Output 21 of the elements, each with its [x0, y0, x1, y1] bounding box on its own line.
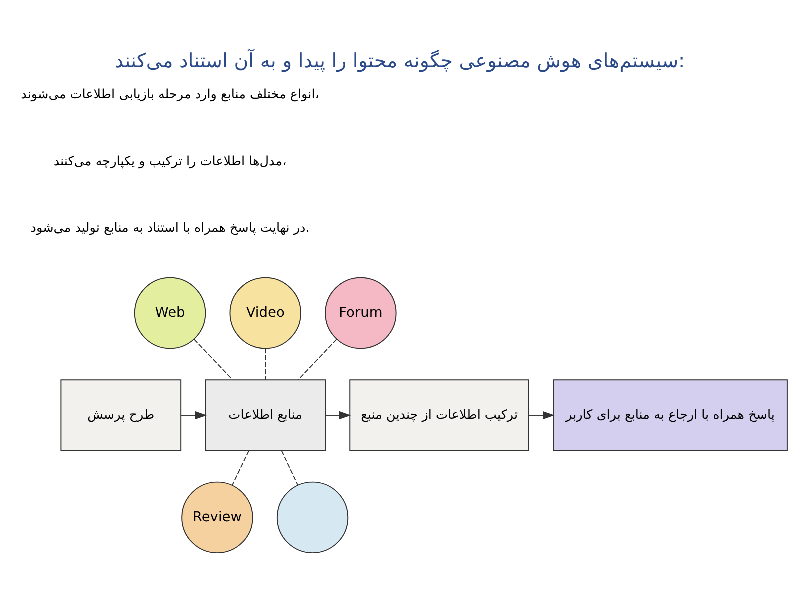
node-circle: Web [134, 276, 206, 349]
label: انواع مختلف منابع وارد مرحله بازیابی اطلاعات می‌شوند، [21, 86, 320, 102]
node-box: ترکیب اطلاعات از چندین منبع [350, 379, 530, 451]
diagram-title: سیستم‌های هوش مصنوعی چگونه محتوا را پیدا و به آن استناد می‌کنند: [114, 49, 686, 72]
node-box: طرح پرسش [60, 379, 182, 451]
node-circle: Video [230, 276, 302, 349]
connector [232, 450, 250, 486]
node-circle [276, 481, 349, 554]
node-box: منابع اطلاعات [205, 379, 326, 451]
label: مدل‌ها اطلاعات را ترکیب و یکپارچه می‌کنند، [54, 154, 287, 169]
connector [265, 348, 266, 380]
node-box: پاسخ همراه با ارجاع به منابع برای کاربر [553, 379, 788, 451]
node-circle: Review [182, 481, 254, 554]
connector [298, 338, 338, 380]
arrow [180, 410, 208, 420]
label: در نهایت پاسخ همراه با استناد به منابع تولید می‌شود. [30, 220, 310, 236]
arrow [528, 410, 555, 420]
connector [194, 338, 234, 380]
arrow [325, 410, 352, 420]
connector [281, 450, 298, 486]
node-circle: Forum [325, 276, 397, 349]
